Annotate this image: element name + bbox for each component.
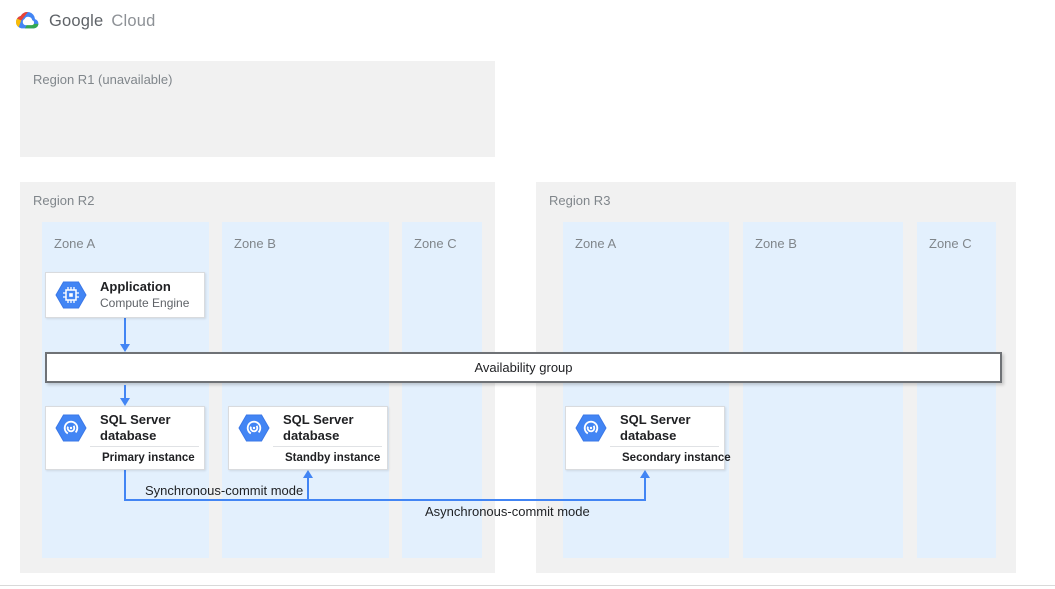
availability-group-label: Availability group	[474, 360, 573, 375]
zone-label: Zone A	[575, 236, 617, 251]
sql-server-standby-node: SQL Server database Standby instance	[228, 406, 388, 470]
arrowhead-up-icon	[640, 470, 650, 478]
arrowhead-up-icon	[303, 470, 313, 478]
zone-label: Zone B	[755, 236, 797, 251]
sql-server-secondary-node: SQL Server database Secondary instance	[565, 406, 731, 470]
arrow-app-to-availability	[124, 318, 126, 345]
db-card-top: SQL Server database	[566, 407, 724, 445]
application-title: Application	[100, 279, 171, 295]
sql-server-primary-node: SQL Server database Primary instance	[45, 406, 205, 470]
db-instance-label: Standby instance	[285, 452, 381, 465]
divider	[90, 446, 199, 448]
async-commit-line-up	[644, 478, 646, 499]
db-instance-label: Primary instance	[102, 452, 195, 465]
region-r3-zone-b: Zone B	[743, 222, 903, 558]
region-r2-zone-b: Zone B	[222, 222, 389, 558]
region-r2-label: Region R2	[33, 193, 95, 208]
zone-label: Zone C	[929, 236, 972, 251]
region-r1-unavailable: Region R1 (unavailable)	[20, 61, 495, 157]
sql-server-icon	[575, 414, 607, 442]
arrow-availability-to-primary	[124, 385, 126, 399]
application-subtitle: Compute Engine	[100, 295, 190, 310]
google-cloud-logo: Google Cloud	[14, 11, 156, 31]
region-r3-label: Region R3	[549, 193, 611, 208]
db-title: SQL Server database	[100, 412, 171, 443]
arrowhead-down-icon	[120, 344, 130, 352]
zone-label: Zone B	[234, 236, 276, 251]
commit-line-horizontal	[124, 499, 646, 501]
synchronous-commit-label: Synchronous-commit mode	[145, 483, 304, 498]
logo-text-google: Google	[49, 11, 104, 30]
page-bottom-divider	[0, 585, 1055, 586]
sql-server-icon	[55, 414, 87, 442]
sql-server-icon	[238, 414, 270, 442]
logo-text-cloud: Cloud	[111, 11, 156, 30]
google-cloud-logo-icon	[15, 11, 39, 29]
region-r1-label: Region R1 (unavailable)	[33, 72, 173, 87]
application-text: Application Compute Engine	[100, 279, 189, 310]
db-title: SQL Server database	[620, 412, 691, 443]
db-card-top: SQL Server database	[229, 407, 387, 445]
zone-label: Zone A	[54, 236, 96, 251]
region-r3-zone-a: Zone A	[563, 222, 729, 558]
arrowhead-down-icon	[120, 398, 130, 406]
compute-engine-icon	[55, 281, 87, 309]
zone-label: Zone C	[414, 236, 457, 251]
db-title: SQL Server database	[283, 412, 354, 443]
db-instance-label: Secondary instance	[622, 452, 731, 465]
availability-group-bar: Availability group	[45, 352, 1002, 383]
divider	[273, 446, 382, 448]
db-card-top: SQL Server database	[46, 407, 204, 445]
region-r2-zone-c: Zone C	[402, 222, 482, 558]
region-r3-zone-c: Zone C	[917, 222, 996, 558]
asynchronous-commit-label: Asynchronous-commit mode	[425, 504, 590, 519]
sync-commit-line-up	[307, 478, 309, 499]
divider	[610, 446, 719, 448]
application-node: Application Compute Engine	[45, 272, 205, 318]
sync-commit-line-down	[124, 470, 126, 501]
